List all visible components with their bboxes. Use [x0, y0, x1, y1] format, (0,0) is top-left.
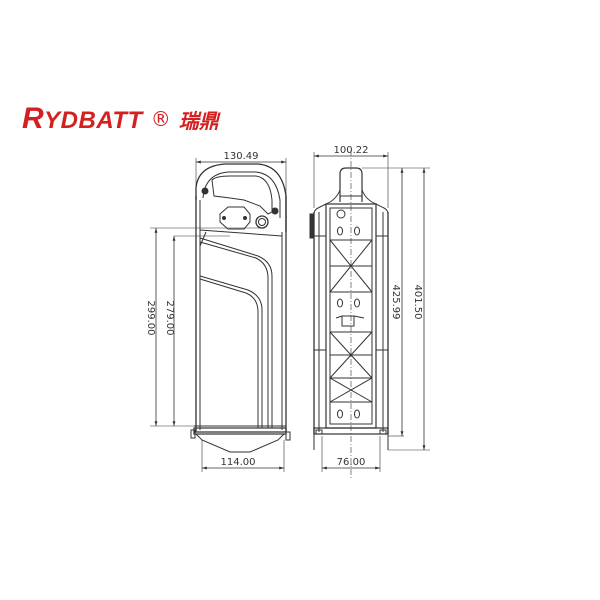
front-view [150, 158, 291, 472]
dim-side-width-top: 100.22 [334, 145, 369, 156]
top-knob [339, 167, 363, 202]
side-view [309, 150, 430, 478]
dim-front-width-top: 130.49 [224, 151, 259, 162]
dim-front-height-outer: 299.00 [145, 301, 156, 336]
brand-name: RYDBATT [22, 102, 143, 135]
dim-side-height-outer: 401.50 [412, 285, 423, 320]
dim-side-height-inner: 425.99 [390, 285, 401, 320]
dim-front-height-inner: 279.00 [164, 301, 175, 336]
dim-side-width-bottom: 76.00 [337, 457, 366, 468]
brand-chinese-name: 瑞鼎 [178, 108, 219, 133]
connector-plate [219, 206, 251, 230]
body-outline [195, 196, 287, 433]
handle-outline [195, 163, 287, 232]
side-body-outline [313, 212, 389, 434]
dim-front-width-bottom: 114.00 [221, 457, 256, 468]
base-foot [195, 433, 285, 453]
charge-port [255, 215, 269, 229]
brand-logo: RYDBATT ® 瑞鼎 [22, 101, 219, 137]
registered-mark: ® [150, 107, 171, 131]
